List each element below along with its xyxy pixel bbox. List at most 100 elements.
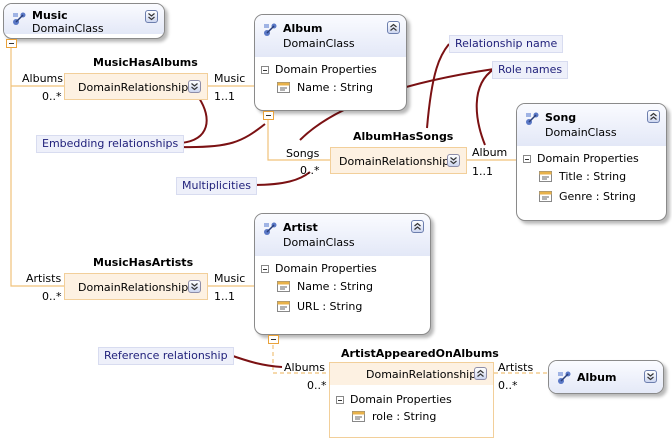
relationship-music-has-artists[interactable]: DomainRelationship bbox=[64, 273, 208, 300]
collapse-artist-button[interactable] bbox=[268, 335, 279, 344]
class-song-header: Song DomainClass bbox=[517, 104, 666, 146]
relationship-name-music-has-artists: MusicHasArtists bbox=[93, 256, 194, 269]
relationship-music-has-albums[interactable]: DomainRelationship bbox=[64, 73, 208, 100]
property-row[interactable]: Title : String bbox=[539, 170, 626, 183]
class-artist[interactable]: Artist DomainClass Domain Properties Nam… bbox=[254, 213, 431, 335]
collapse-music-button[interactable] bbox=[6, 39, 17, 48]
callout-embedding-albums bbox=[180, 97, 208, 144]
property-label: Name : String bbox=[297, 81, 373, 94]
property-icon bbox=[277, 301, 290, 312]
role-artists: Artists bbox=[26, 272, 62, 285]
multiplicity-albums: 0..* bbox=[42, 90, 62, 103]
relationship-name-album-has-songs: AlbumHasSongs bbox=[353, 130, 454, 143]
property-label: Genre : String bbox=[559, 190, 636, 203]
expand-toggle-button[interactable] bbox=[145, 10, 158, 23]
class-music[interactable]: Music DomainClass bbox=[3, 3, 165, 39]
annotation-relationship-name: Relationship name bbox=[449, 35, 564, 53]
annotation-embedding-relationships: Embedding relationships bbox=[36, 135, 185, 153]
relationship-name-music-has-albums: MusicHasAlbums bbox=[93, 56, 198, 69]
callout-reference bbox=[229, 354, 283, 368]
property-label: URL : String bbox=[297, 300, 363, 313]
expand-toggle-button[interactable] bbox=[188, 80, 201, 93]
section-collapse-icon[interactable] bbox=[523, 155, 531, 163]
class-song-title: Song bbox=[545, 111, 577, 124]
class-album-reference[interactable]: Album bbox=[548, 360, 664, 394]
class-artist-header: Artist DomainClass bbox=[255, 214, 430, 256]
domain-properties-section[interactable]: Domain Properties bbox=[523, 152, 639, 165]
role-artists: Artists bbox=[498, 361, 534, 374]
property-label: role : String bbox=[372, 410, 437, 423]
multiplicity-albums: 0..* bbox=[307, 379, 327, 392]
domain-class-icon bbox=[558, 371, 571, 384]
relationship-label: DomainRelationship bbox=[339, 155, 450, 168]
class-album[interactable]: Album DomainClass Domain Properties Name… bbox=[254, 14, 407, 111]
relationship-artist-appeared-on-albums[interactable]: DomainRelationship Domain Properties rol… bbox=[329, 362, 494, 438]
property-label: Name : String bbox=[297, 280, 373, 293]
class-album-subtitle: DomainClass bbox=[283, 37, 355, 50]
multiplicity-music: 1..1 bbox=[214, 290, 235, 303]
collapse-album-button[interactable] bbox=[263, 111, 274, 120]
class-album-reference-title: Album bbox=[577, 371, 617, 384]
property-row[interactable]: Name : String bbox=[277, 280, 373, 293]
relationship-album-has-songs[interactable]: DomainRelationship bbox=[330, 147, 467, 174]
property-row[interactable]: URL : String bbox=[277, 300, 362, 313]
annotation-role-names: Role names bbox=[492, 61, 569, 79]
chevron-up-icon bbox=[414, 222, 421, 230]
class-album-header: Album DomainClass bbox=[255, 15, 406, 57]
class-song-subtitle: DomainClass bbox=[545, 126, 617, 139]
section-label: Domain Properties bbox=[275, 63, 377, 76]
callout-embedding-songs bbox=[180, 123, 266, 149]
chevron-down-icon bbox=[191, 283, 198, 291]
chevron-down-icon bbox=[191, 83, 198, 91]
section-collapse-icon[interactable] bbox=[261, 66, 269, 74]
domain-properties-section[interactable]: Domain Properties bbox=[261, 63, 377, 76]
property-icon bbox=[277, 82, 290, 93]
class-music-title: Music bbox=[32, 9, 68, 22]
relationship-label: DomainRelationship bbox=[366, 368, 477, 381]
property-icon bbox=[539, 171, 552, 182]
property-row[interactable]: Name : String bbox=[277, 81, 373, 94]
role-music: Music bbox=[214, 272, 246, 285]
relationship-label: DomainRelationship bbox=[78, 281, 189, 294]
relationship-name-artist-appeared-on-albums: ArtistAppearedOnAlbums bbox=[341, 347, 499, 360]
multiplicity-music: 1..1 bbox=[214, 90, 235, 103]
section-collapse-icon[interactable] bbox=[336, 396, 344, 404]
collapse-toggle-button[interactable] bbox=[647, 110, 660, 123]
expand-toggle-button[interactable] bbox=[644, 370, 657, 383]
class-artist-title: Artist bbox=[283, 221, 318, 234]
class-song[interactable]: Song DomainClass Domain Properties Title… bbox=[516, 103, 667, 221]
annotation-multiplicities: Multiplicities bbox=[176, 177, 257, 195]
multiplicity-songs: 0..* bbox=[300, 164, 320, 177]
class-album-title: Album bbox=[283, 22, 323, 35]
callout-relationship-name bbox=[426, 43, 450, 129]
chevron-up-icon bbox=[650, 112, 657, 120]
artist-appeared-source-line bbox=[272, 345, 329, 374]
expand-toggle-button[interactable] bbox=[447, 154, 460, 167]
role-album: Album bbox=[472, 146, 508, 159]
domain-class-icon bbox=[13, 12, 26, 25]
annotation-reference-relationship: Reference relationship bbox=[98, 347, 234, 365]
role-songs: Songs bbox=[286, 147, 320, 160]
relationship-label: DomainRelationship bbox=[78, 81, 189, 94]
property-row[interactable]: Genre : String bbox=[539, 190, 636, 203]
section-label: Domain Properties bbox=[275, 262, 377, 275]
domain-properties-section[interactable]: Domain Properties bbox=[261, 262, 377, 275]
property-icon bbox=[352, 411, 365, 422]
multiplicity-artists: 0..* bbox=[498, 379, 518, 392]
domain-properties-section[interactable]: Domain Properties bbox=[336, 393, 452, 406]
role-music: Music bbox=[214, 72, 246, 85]
class-music-header: Music DomainClass bbox=[4, 4, 164, 35]
expand-toggle-button[interactable] bbox=[188, 280, 201, 293]
property-icon bbox=[539, 191, 552, 202]
music-trunk-line bbox=[10, 48, 64, 287]
chevron-down-icon bbox=[450, 157, 457, 165]
section-collapse-icon[interactable] bbox=[261, 265, 269, 273]
section-label: Domain Properties bbox=[537, 152, 639, 165]
album-has-songs-source-line bbox=[267, 120, 330, 161]
collapse-toggle-button[interactable] bbox=[387, 21, 400, 34]
property-row[interactable]: role : String bbox=[352, 410, 436, 423]
collapse-toggle-button[interactable] bbox=[411, 220, 424, 233]
class-artist-subtitle: DomainClass bbox=[283, 236, 355, 249]
collapse-toggle-button[interactable] bbox=[474, 367, 487, 380]
